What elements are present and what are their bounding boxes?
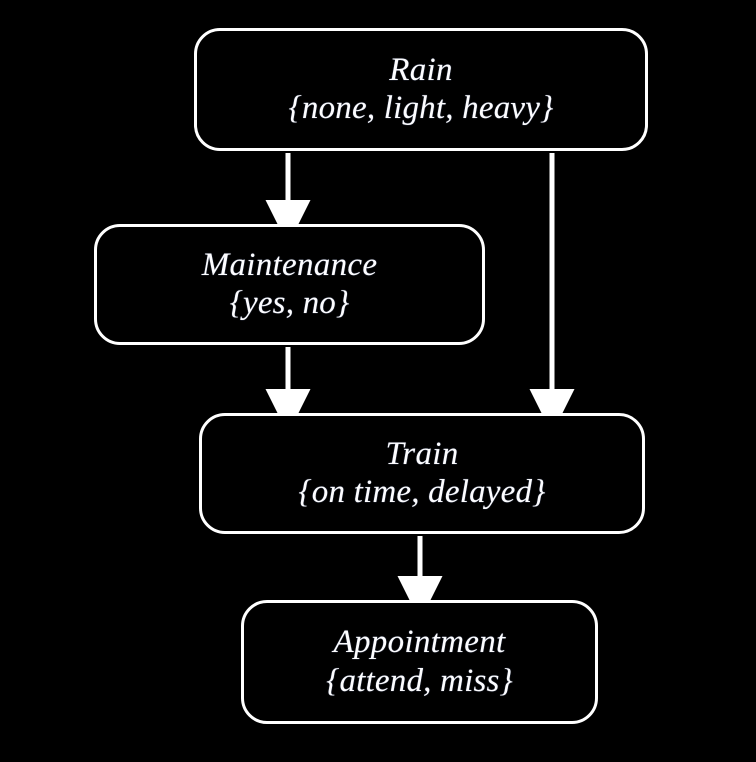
node-maintenance-states: {yes, no} bbox=[229, 285, 350, 322]
node-rain[interactable]: Rain {none, light, heavy} bbox=[194, 28, 648, 151]
node-maintenance-label: Maintenance bbox=[201, 246, 378, 283]
node-rain-states: {none, light, heavy} bbox=[288, 90, 554, 127]
node-appointment-label: Appointment bbox=[333, 624, 506, 661]
node-train[interactable]: Train {on time, delayed} bbox=[199, 413, 645, 534]
node-rain-label: Rain bbox=[389, 51, 453, 88]
node-maintenance[interactable]: Maintenance {yes, no} bbox=[94, 224, 485, 345]
node-appointment-states: {attend, miss} bbox=[326, 662, 513, 699]
node-train-label: Train bbox=[385, 435, 459, 472]
node-appointment[interactable]: Appointment {attend, miss} bbox=[241, 600, 598, 724]
node-train-states: {on time, delayed} bbox=[298, 474, 546, 511]
